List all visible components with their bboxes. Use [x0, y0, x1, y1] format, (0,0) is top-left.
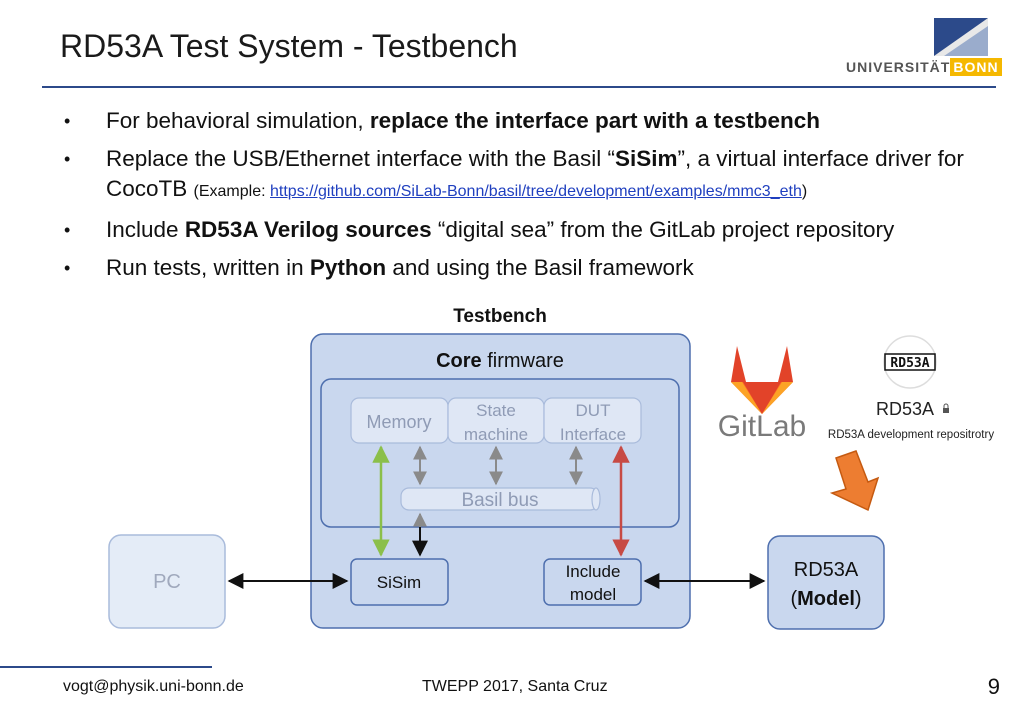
dut-label-1: DUT	[576, 401, 611, 420]
memory-label: Memory	[366, 412, 431, 432]
bullet-bold: Python	[309, 255, 387, 280]
dut-label-2: Interface	[560, 425, 626, 444]
repo-description: RD53A development repositrotry	[828, 429, 994, 441]
bullet-small: (Example:	[193, 183, 270, 200]
rd53a-paren-open: (	[790, 588, 797, 610]
title-rule	[42, 86, 996, 88]
logo-univ: UNIVERSITÄT	[846, 59, 951, 75]
sisim-label: SiSim	[377, 573, 421, 592]
bullet-text: Replace the USB/Ethernet interface with …	[106, 146, 616, 171]
rd53a-label-2: (Model)	[790, 588, 861, 610]
bullet-item: Run tests, written in Python and using t…	[64, 253, 984, 283]
basil-bus-end	[591, 487, 601, 511]
page-title: RD53A Test System - Testbench	[60, 28, 518, 64]
core-bold: Core	[436, 350, 482, 372]
rd53a-model-bold: Model	[797, 588, 855, 610]
sisim-box	[350, 558, 449, 606]
bullet-item: Include RD53A Verilog sources “digital s…	[64, 215, 984, 245]
bullet-bold: SiSim	[615, 146, 678, 171]
bullet-text: ”, a virtual interface driver for CocoTB	[106, 146, 964, 201]
bullet-bold: replace the interface part with a testbe…	[369, 108, 821, 133]
testbench-label: Testbench	[453, 306, 547, 327]
logo-square-icon	[934, 18, 988, 56]
rd53a-paren-close: )	[855, 588, 862, 610]
gitlab-wordmark: GitLab	[718, 410, 806, 443]
repo-avatar-text: RD53A	[890, 356, 929, 371]
core-firmware-label: Core firmware	[436, 350, 564, 372]
pc-box	[108, 534, 226, 629]
bullet-item: For behavioral simulation, replace the i…	[64, 106, 984, 136]
core-rest: firmware	[482, 350, 564, 372]
bullet-bold: RD53A Verilog sources	[184, 217, 432, 242]
rd53a-model-box	[767, 535, 885, 630]
footer-email: vogt@physik.uni-bonn.de	[63, 678, 244, 695]
example-link[interactable]: https://github.com/SiLab-Bonn/basil/tree…	[270, 183, 802, 200]
bullet-text: “digital sea” from the GitLab project re…	[431, 217, 895, 242]
orange-down-arrow-icon	[829, 450, 880, 512]
gitlab-icon	[731, 346, 793, 414]
logo-bonn: BONN	[950, 58, 1002, 76]
repo-name: RD53A	[876, 399, 934, 419]
pc-label: PC	[153, 571, 181, 593]
basil-bus-label: Basil bus	[461, 490, 538, 511]
bullet-list: For behavioral simulation, replace the i…	[64, 106, 984, 291]
footer-rule	[0, 666, 212, 668]
page-number: 9	[987, 674, 1000, 699]
state-label-1: State	[476, 401, 516, 420]
include-label-2: model	[570, 585, 616, 604]
bullet-text: and using the Basil framework	[386, 255, 694, 280]
dut-interface-box	[543, 397, 642, 444]
repo-avatar-frame	[884, 353, 936, 371]
footer-conference: TWEPP 2017, Santa Cruz	[422, 678, 608, 695]
bullet-text: For behavioral simulation,	[106, 108, 370, 133]
include-model-box	[543, 558, 642, 606]
state-label-2: machine	[464, 425, 528, 444]
rd53a-label-1: RD53A	[794, 559, 859, 581]
lock-icon	[943, 403, 949, 413]
include-label-1: Include	[566, 562, 621, 581]
bullet-item: Replace the USB/Ethernet interface with …	[64, 144, 984, 207]
bullet-text: Run tests, written in	[106, 255, 310, 280]
bullet-small: )	[801, 183, 808, 200]
bullet-text: Include	[106, 217, 185, 242]
